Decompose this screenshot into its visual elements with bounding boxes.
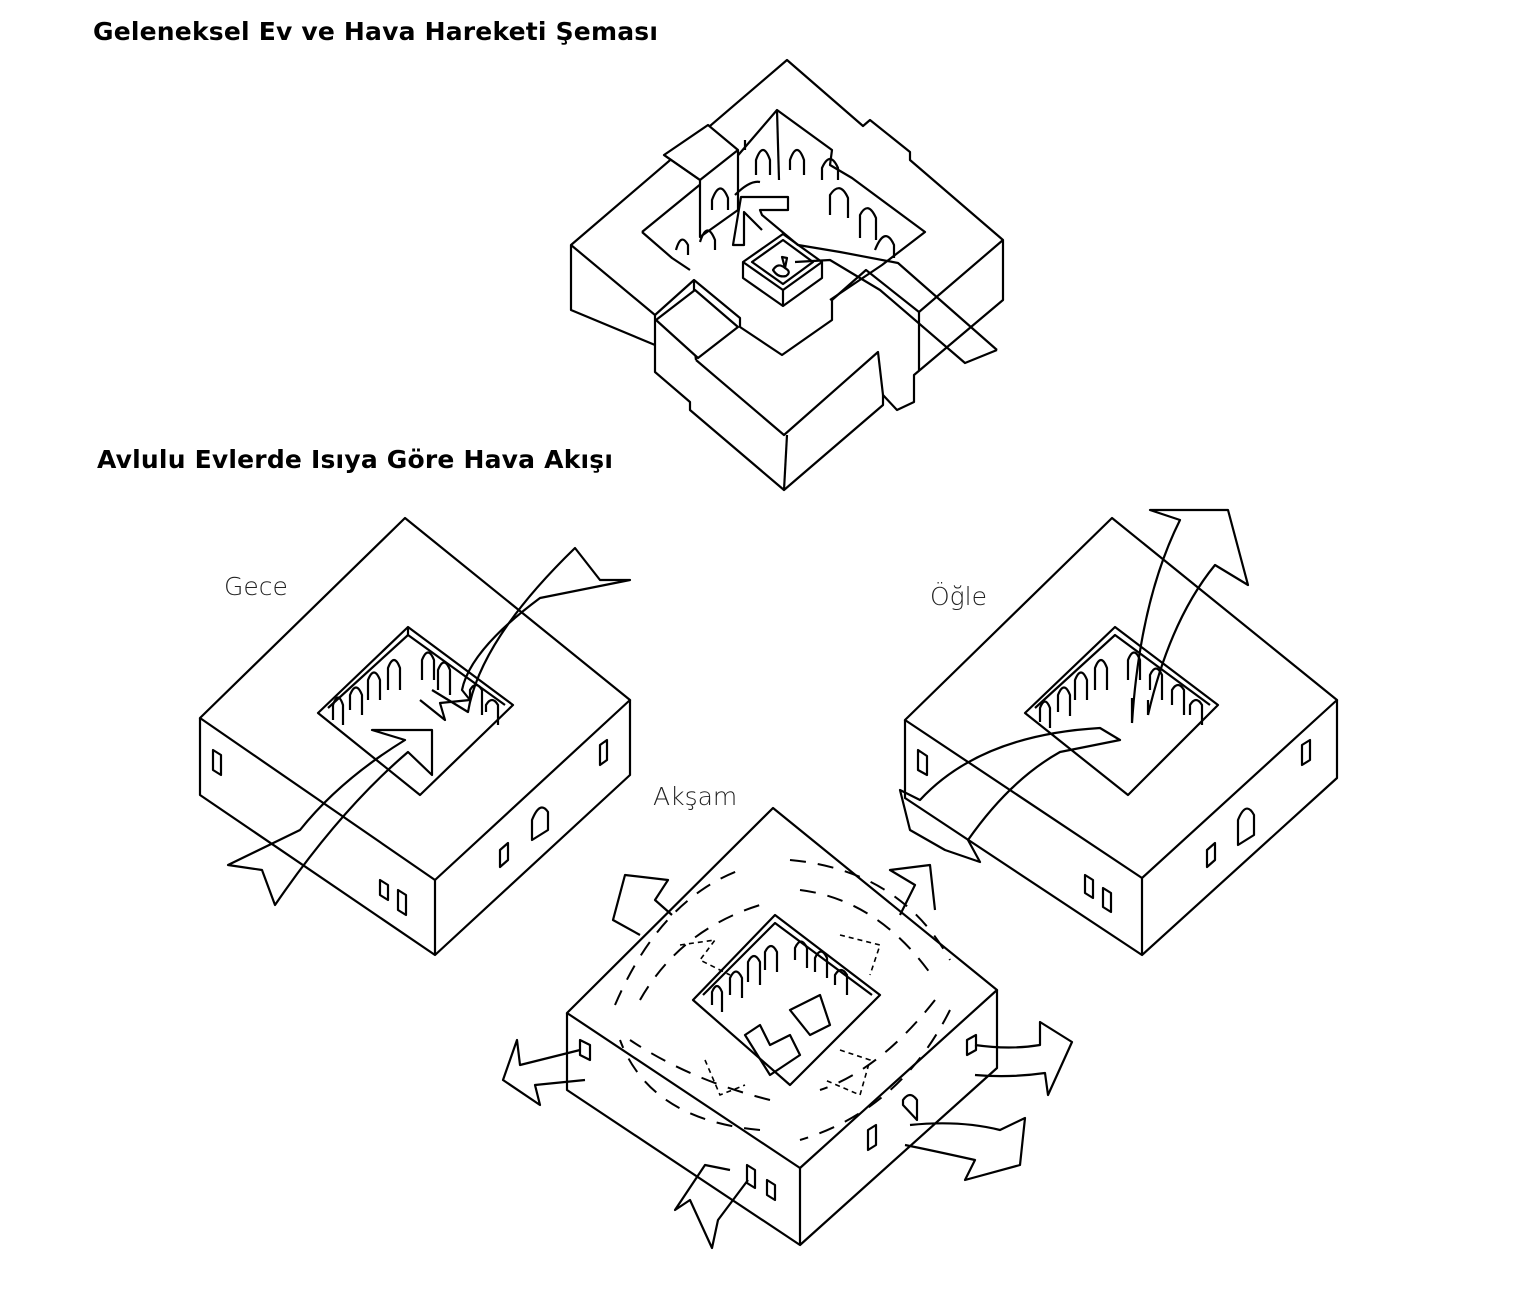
label-noon: Öğle — [930, 582, 988, 611]
night-house-drawing — [198, 516, 632, 957]
noon-house-drawing — [898, 508, 1339, 957]
title-traditional-house: Geleneksel Ev ve Hava Hareketi Şeması — [93, 17, 659, 46]
evening-house-drawing — [501, 806, 1074, 1250]
label-night: Gece — [224, 572, 288, 601]
traditional-house-drawing — [569, 58, 1005, 492]
label-evening: Akşam — [653, 782, 738, 811]
title-courtyard-airflow: Avlulu Evlerde Isıya Göre Hava Akışı — [97, 445, 614, 474]
